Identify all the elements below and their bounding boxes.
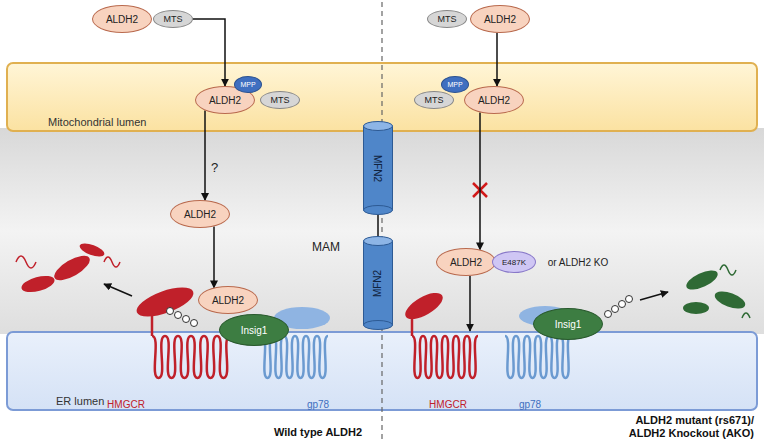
protein-label: gp78 <box>519 399 541 410</box>
connector <box>377 215 379 236</box>
region-label: Mitochondrial lumen <box>48 116 146 128</box>
mts-ellipse: MTS <box>427 10 467 28</box>
aldh2-ellipse: ALDH2 <box>436 248 496 276</box>
aldh2-ellipse: ALDH2 <box>198 286 258 314</box>
protein-label: gp78 <box>307 399 329 410</box>
mts-ellipse: MTS <box>260 91 300 109</box>
helices <box>152 336 571 378</box>
region-label: ER lumen <box>56 395 104 407</box>
node-label: MTS <box>271 95 290 105</box>
panel-title: ALDH2 mutant (rs671)/ ALDH2 Knockout (AK… <box>604 414 754 440</box>
divider <box>381 2 382 441</box>
panel-title: Wild type ALDH2 <box>274 426 362 438</box>
hmgcr-fragments <box>16 256 120 268</box>
connector <box>469 276 471 331</box>
transmembrane-helix <box>152 336 230 378</box>
node-label: MFN2 <box>372 269 383 296</box>
node-label: MTS <box>164 14 183 24</box>
aldh2-ellipse: ALDH2 <box>170 200 230 228</box>
mutation-ellipse: E487K <box>492 251 536 273</box>
note-label: or ALDH2 KO <box>548 257 609 268</box>
connector <box>193 19 225 86</box>
ubiquitin-chain <box>167 296 633 327</box>
degradation-arrow <box>640 292 668 300</box>
connector <box>479 112 481 249</box>
insig1-ellipse: Insig1 <box>219 314 289 346</box>
node-label: ALDH2 <box>209 95 241 106</box>
node-label: ALDH2 <box>478 95 510 106</box>
transmembrane-helix <box>262 336 328 378</box>
mfn2-cylinder: MFN2 <box>363 236 393 330</box>
node-label: ALDH2 <box>106 14 138 25</box>
node-label: ALDH2 <box>484 14 516 25</box>
mts-ellipse: MTS <box>414 91 454 109</box>
mfn2-cylinder: MFN2 <box>363 121 393 215</box>
insig1-ellipse: Insig1 <box>533 308 603 340</box>
connector <box>204 110 206 200</box>
transmembrane-helix <box>505 336 571 378</box>
protein-label: HMGCR <box>107 399 145 410</box>
transmembrane-helix <box>412 336 478 378</box>
gp78-domain <box>519 306 571 326</box>
connector <box>213 226 215 287</box>
edge-label: ? <box>211 160 218 175</box>
protein-label: HMGCR <box>429 399 467 410</box>
node-label: ALDH2 <box>212 295 244 306</box>
node-label: MFN2 <box>372 154 383 181</box>
hmgcr-link <box>151 310 154 336</box>
region-label: MAM <box>312 240 340 254</box>
node-label: MPP <box>240 81 255 88</box>
aldh2-ellipse: ALDH2 <box>92 5 152 33</box>
hmgcr-domain <box>401 288 446 325</box>
node-label: ALDH2 <box>184 209 216 220</box>
node-label: Insig1 <box>555 319 582 330</box>
aldh2-ellipse: ALDH2 <box>464 86 524 114</box>
mpp-shape: MPP <box>234 76 262 93</box>
aldh2-ellipse: ALDH2 <box>470 5 530 33</box>
insig-fragments <box>683 266 747 314</box>
hmgcr-domain <box>133 281 197 322</box>
node-label: MTS <box>438 14 457 24</box>
insig-fragments <box>720 265 750 318</box>
degradation-arrow <box>104 284 132 296</box>
node-label: E487K <box>502 258 526 267</box>
hmgcr-link <box>411 312 414 336</box>
node-label: MTS <box>425 95 444 105</box>
node-label: ALDH2 <box>450 257 482 268</box>
mpp-shape: MPP <box>441 76 469 93</box>
node-label: Insig1 <box>241 325 268 336</box>
mts-ellipse: MTS <box>153 10 193 28</box>
connector <box>496 33 498 86</box>
gp78-domain <box>274 307 330 329</box>
node-label: MPP <box>447 81 462 88</box>
